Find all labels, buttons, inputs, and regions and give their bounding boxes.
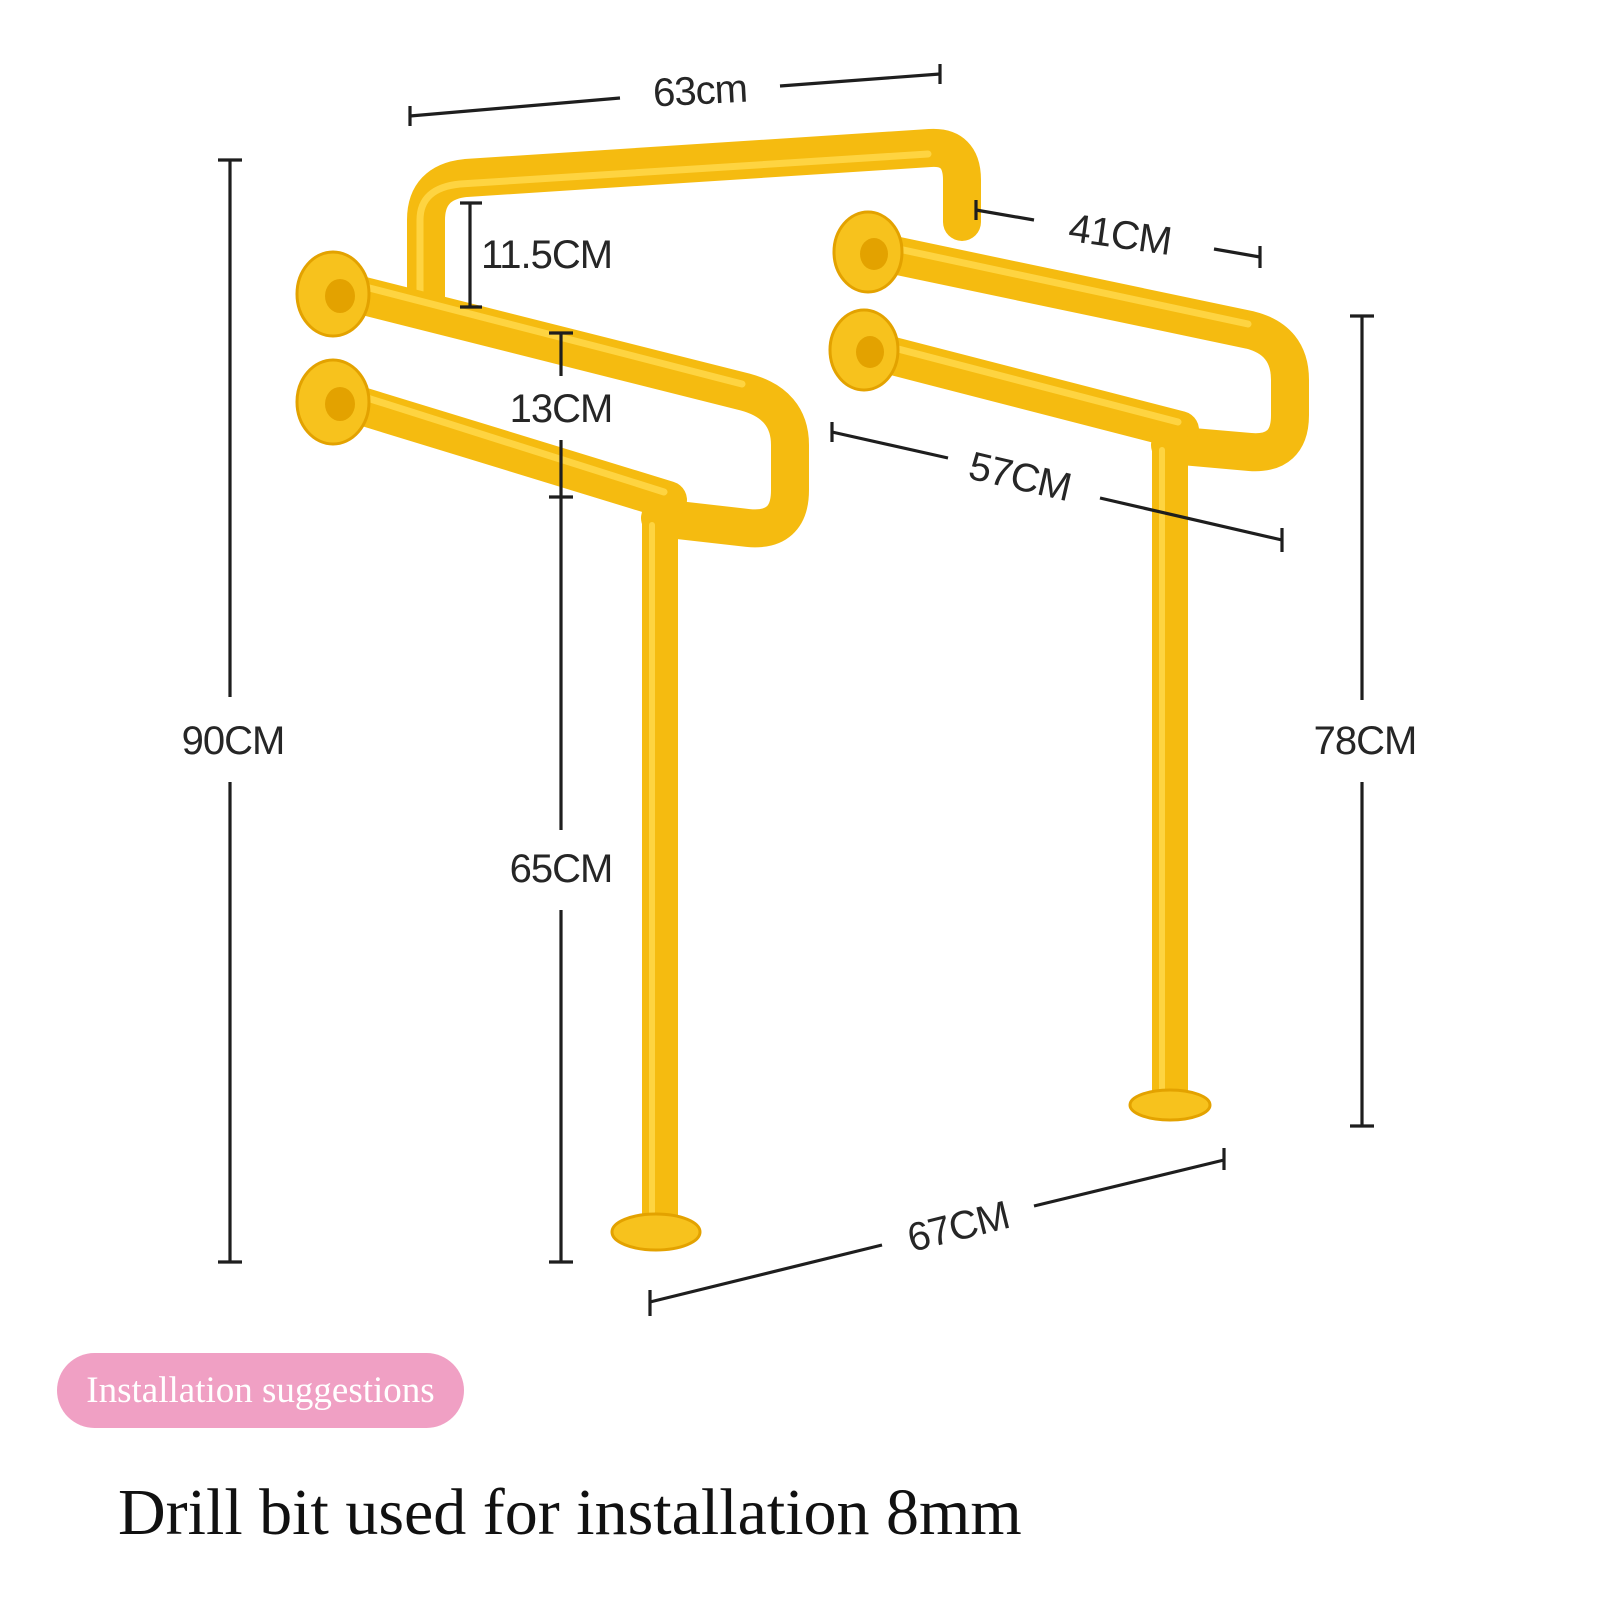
drill-bit-note: Drill bit used for installation 8mm bbox=[118, 1476, 1022, 1549]
grab-bar-illustration bbox=[295, 128, 1309, 1252]
label-top-width: 63cm bbox=[652, 67, 748, 116]
label-right-rail-length: 57CM bbox=[965, 444, 1075, 510]
label-left-height: 90CM bbox=[182, 719, 285, 763]
dimension-lines bbox=[218, 64, 1374, 1316]
dim-left-height bbox=[218, 158, 242, 1264]
dim-right-height bbox=[1350, 314, 1374, 1128]
dim-upper-gap bbox=[460, 201, 482, 309]
dim-rail-gap bbox=[549, 331, 573, 499]
dim-right-rail-length bbox=[830, 422, 1284, 552]
label-base-width: 67CM bbox=[903, 1193, 1013, 1261]
dim-right-depth bbox=[974, 200, 1262, 268]
badge-label: Installation suggestions bbox=[86, 1370, 435, 1411]
label-leg-height: 65CM bbox=[510, 847, 613, 891]
label-right-depth: 41CM bbox=[1066, 206, 1174, 264]
installation-suggestions-badge: Installation suggestions bbox=[57, 1353, 464, 1428]
dim-base-width bbox=[648, 1148, 1226, 1316]
left-grab-bar bbox=[295, 250, 809, 1252]
dimension-labels: 63cm 90CM 11.5CM 13CM 65CM 41CM 57CM 78C… bbox=[182, 67, 1418, 1261]
label-rail-gap: 13CM bbox=[510, 387, 613, 431]
dim-top-width bbox=[408, 64, 942, 126]
label-right-height: 78CM bbox=[1314, 719, 1417, 763]
right-grab-bar bbox=[407, 128, 1309, 1122]
label-upper-gap: 11.5CM bbox=[481, 233, 612, 277]
dim-leg-height bbox=[549, 497, 573, 1264]
